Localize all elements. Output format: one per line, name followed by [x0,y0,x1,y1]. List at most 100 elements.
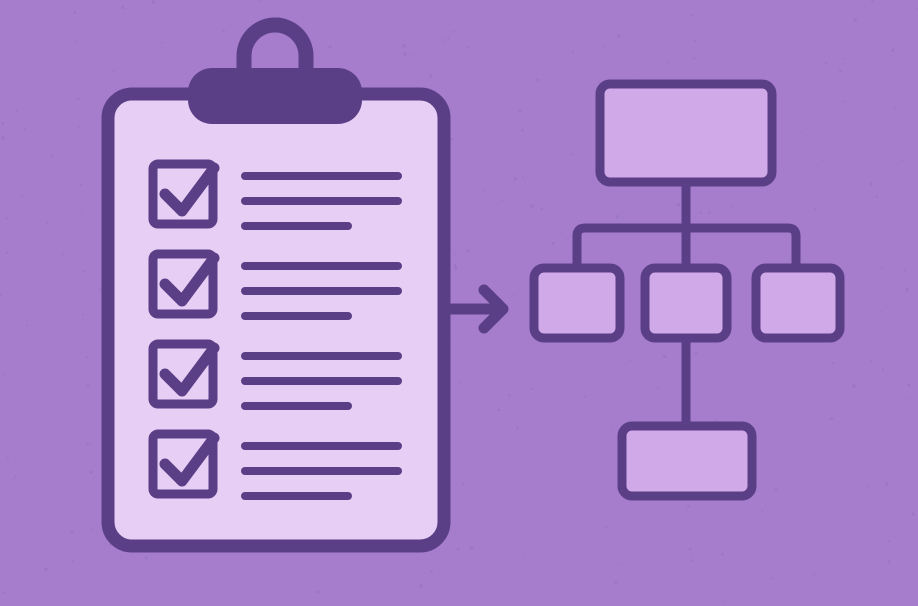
speckle-dot [259,0,262,2]
speckle-dot [521,129,525,132]
clipboard-clip-ring [236,17,314,84]
speckle-dot [657,386,660,389]
speckle-dot [571,51,574,54]
speckle-dot [497,408,501,412]
speckle-dot [770,576,773,580]
speckle-dot [552,242,555,245]
checklist-row [148,339,402,410]
speckle-dot [530,204,534,208]
speckle-dot [559,232,561,234]
speckle-dot [459,382,462,385]
speckle-dot [688,547,692,551]
speckle-dot [5,251,9,254]
checklist [148,159,402,500]
speckle-dot [86,384,90,388]
speckle-dot [647,592,649,595]
speckle-dot [870,360,873,362]
speckle-dot [708,211,711,215]
speckle-dot [76,97,80,101]
speckle-dot [0,293,2,297]
speckle-dot [699,211,703,214]
speckle-dot [602,45,605,48]
speckle-dot [722,599,724,602]
checkmark-icon [159,342,220,397]
speckle-dot [615,215,619,218]
speckle-dot [98,288,102,291]
speckle-dot [614,580,618,584]
speckle-dot [462,482,465,485]
speckle-dot [814,207,817,210]
speckle-dot [429,569,433,573]
speckle-dot [730,205,733,208]
speckle-dot [598,81,601,84]
speckle-dot [610,426,613,428]
speckle-dot [81,313,85,316]
speckle-dot [667,61,670,64]
speckle-dot [15,109,18,112]
flow-node-child-right [751,263,845,343]
speckle-dot [78,126,81,129]
speckle-dot [875,195,879,199]
speckle-dot [403,52,407,56]
speckle-dot [70,531,74,534]
speckle-dot [908,398,911,401]
speckle-dot [839,69,843,73]
speckle-dot [46,222,49,225]
speckle-dot [676,203,680,207]
speckle-dot [466,249,470,253]
speckle-dot [516,426,519,430]
speckle-dot [852,384,856,388]
speckle-dot [832,361,835,365]
speckle-dot [570,153,573,156]
speckle-dot [535,78,539,82]
speckle-dot [62,253,64,255]
connector-branch-right [681,223,801,273]
speckle-dot [483,189,486,192]
speckle-dot [721,553,724,556]
speckle-dot [869,182,873,186]
connector-branch-left [572,223,691,273]
speckle-dot [879,310,882,313]
speckle-dot [14,475,17,478]
speckle-dot [82,269,86,273]
checklist-row [148,159,402,230]
speckle-dot [911,512,915,516]
checkmark-icon [159,252,220,307]
checklist-row [148,429,402,500]
speckle-dot [583,395,586,398]
speckle-dot [885,482,889,486]
speckle-dot [2,591,5,595]
speckle-dot [302,15,305,18]
speckle-dot [715,419,718,421]
speckle-dot [419,584,423,588]
speckle-dot [662,354,667,359]
speckle-dot [540,207,544,211]
speckle-dot [73,11,77,14]
flow-node-root [595,79,777,187]
speckle-dot [880,267,883,269]
speckle-dot [620,562,623,565]
speckle-dot [664,193,667,195]
speckle-dot [442,39,445,42]
speckle-dot [89,470,93,474]
speckle-dot [20,194,24,198]
hierarchy-diagram-icon [529,79,845,501]
speckle-dot [508,394,511,397]
flow-node-child-center [640,263,732,343]
speckle-dot [144,556,148,560]
speckle-dot [881,368,884,371]
speckle-dot [801,130,804,133]
flow-node-leaf-bottom [617,421,757,501]
speckle-dot [842,57,845,60]
speckle-dot [456,547,460,551]
speckle-dot [690,559,694,562]
speckle-dot [812,573,816,576]
speckle-dot [91,528,94,531]
clipboard-icon [101,17,451,553]
speckle-dot [75,40,78,43]
speckle-dot [891,48,895,52]
speckle-dot [871,0,874,3]
speckle-dot [222,29,225,33]
